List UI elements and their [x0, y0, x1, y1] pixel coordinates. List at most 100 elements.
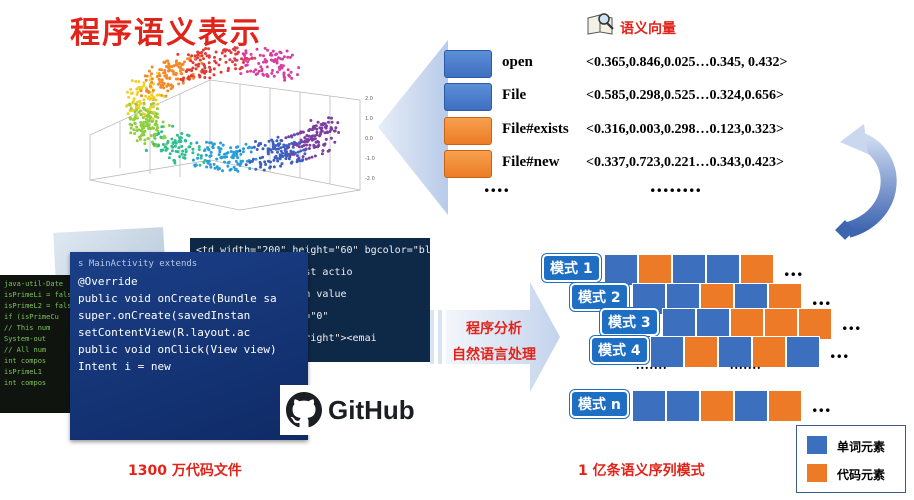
scatter-point — [266, 147, 270, 151]
scatter-point — [157, 132, 161, 135]
scatter-point — [236, 145, 240, 149]
scatter-point — [252, 145, 256, 149]
scatter-point — [156, 82, 160, 86]
scatter-point — [295, 160, 299, 164]
scatter-point — [336, 121, 340, 125]
scatter-point — [140, 85, 144, 89]
dark-code-line: // This num — [4, 324, 51, 332]
scatter-point — [258, 156, 262, 160]
scatter-point — [259, 163, 263, 167]
github-octocat-icon — [286, 392, 322, 428]
scatter-point — [266, 75, 270, 78]
scatter-point — [229, 167, 233, 171]
scatter-point — [129, 131, 133, 135]
scatter-point — [208, 163, 212, 167]
scatter-point — [158, 68, 162, 72]
github-logo: GitHub — [280, 385, 425, 435]
scatter-point — [162, 86, 166, 90]
scatter-point — [244, 163, 248, 167]
dark-code-line: int compos — [4, 357, 47, 365]
scatter-point — [208, 141, 212, 145]
scatter-point — [277, 56, 280, 60]
scatter-point — [223, 155, 227, 159]
scatter-point — [135, 87, 139, 91]
scatter-point — [207, 148, 211, 152]
dark-code-line: isPrimeL2 = false — [4, 302, 76, 310]
scatter-point — [283, 147, 287, 151]
scatter-point — [176, 52, 180, 56]
scatter-point — [149, 115, 152, 119]
scatter-point — [167, 124, 171, 127]
scatter-point — [252, 70, 256, 74]
scatter-point — [296, 132, 300, 136]
code-element-label: 代码元素 — [837, 468, 886, 482]
java-class-header: s MainActivity extends — [78, 259, 198, 269]
scatter-point — [295, 154, 299, 158]
mode-more-ellipsis: ... — [784, 256, 804, 281]
scatter-point — [274, 144, 278, 147]
scatter-point — [166, 89, 170, 93]
dark-code-line: if (isPrimeCu — [4, 313, 59, 321]
scatter-point — [329, 136, 333, 140]
scatter-point — [146, 137, 150, 140]
scatter-point — [243, 54, 246, 57]
scatter-point — [290, 76, 294, 80]
scatter-point — [159, 85, 163, 89]
scatter-point — [143, 138, 147, 142]
scatter-point — [322, 143, 326, 147]
scatter-point — [257, 62, 261, 65]
scatter-point — [263, 46, 267, 50]
scatter-point — [213, 55, 216, 59]
scatter-point — [203, 52, 207, 55]
scatter-point — [162, 82, 166, 86]
scatter-point — [303, 136, 307, 140]
scatter-point — [170, 65, 174, 68]
scatter-point — [147, 69, 151, 73]
scatter-point — [170, 137, 174, 141]
scatter-point — [145, 88, 149, 92]
scatter-point — [284, 136, 288, 140]
scatter-point — [242, 147, 245, 151]
scatter-point — [305, 134, 309, 137]
java-code-line: Intent i = new — [78, 360, 171, 373]
scatter-point — [244, 51, 248, 55]
scatter-point — [308, 127, 312, 131]
scatter-point — [189, 142, 193, 145]
scatter-point — [207, 159, 211, 163]
scatter-point — [249, 69, 253, 73]
scatter-point — [201, 48, 205, 52]
scatter-point — [307, 156, 311, 160]
scatter-point — [211, 145, 215, 149]
mode-more-ellipsis: ... — [842, 310, 862, 335]
scatter-point — [161, 120, 165, 124]
scatter-point — [152, 110, 156, 114]
scatter-point — [149, 102, 153, 106]
scatter-point — [139, 102, 143, 105]
scatter-point — [266, 149, 270, 153]
scatter-point — [326, 120, 330, 124]
scatter-point — [180, 145, 184, 148]
scatter-point — [130, 79, 134, 83]
scatter-point — [229, 150, 233, 153]
scatter-point — [319, 132, 322, 136]
scatter-point — [249, 52, 253, 56]
scatter-point — [296, 73, 299, 77]
scatter-point — [128, 102, 132, 106]
scatter-point — [142, 131, 145, 135]
scatter-point — [160, 78, 164, 82]
scatter-point — [208, 65, 211, 69]
scatter-point — [173, 144, 177, 148]
scatter-point — [157, 77, 161, 81]
scatter-point — [202, 161, 206, 164]
scatter-point — [167, 69, 170, 73]
scatter-point — [135, 139, 139, 143]
github-label: GitHub — [328, 394, 415, 425]
scatter-point — [297, 66, 301, 70]
vector-row-orange-block — [444, 150, 492, 178]
scatter-point — [242, 61, 245, 64]
scatter-point — [254, 167, 258, 171]
scatter-point — [202, 57, 205, 61]
scatter-point — [313, 154, 317, 158]
scatter-point — [221, 143, 225, 147]
